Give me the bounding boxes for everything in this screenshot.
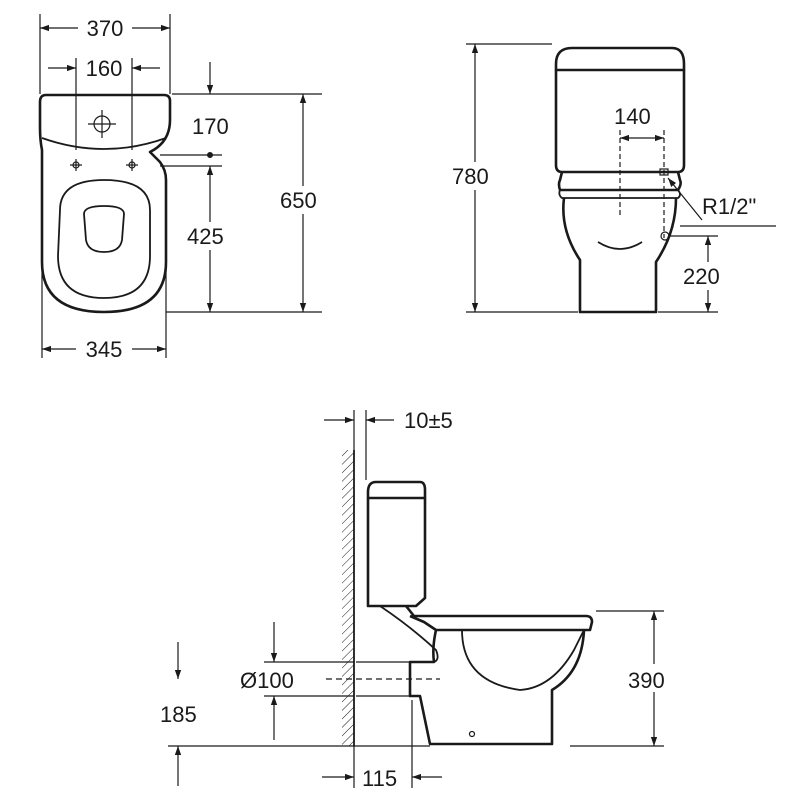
top-view: 370 160 170 425 650 345 bbox=[38, 14, 328, 362]
side-tank-lid bbox=[366, 480, 427, 500]
tank-lid bbox=[554, 46, 686, 72]
dim-fixing-to-front: 425 bbox=[187, 224, 224, 249]
dim-outlet-diameter: Ø100 bbox=[240, 668, 294, 693]
dim-inlet-thread: R1/2" bbox=[702, 194, 756, 219]
side-bowl bbox=[408, 629, 586, 746]
dim-inlet-height: 220 bbox=[683, 264, 720, 289]
side-tank bbox=[366, 498, 427, 608]
tank-front-line bbox=[41, 137, 167, 150]
dim-inlet-spacing: 140 bbox=[614, 104, 651, 129]
top-view-outline bbox=[38, 93, 172, 314]
dim-overall-width: 370 bbox=[87, 16, 124, 41]
seat-outline bbox=[57, 179, 151, 299]
side-seat bbox=[404, 605, 594, 632]
inlet-icon bbox=[660, 231, 670, 241]
dim-bowl-width: 345 bbox=[86, 337, 123, 362]
seat-band bbox=[557, 171, 682, 192]
front-view: 780 140 R1/2" 220 bbox=[448, 43, 776, 314]
wall-hatch bbox=[342, 450, 354, 746]
dim-tank-to-fixing: 170 bbox=[192, 114, 229, 139]
bowl-front bbox=[562, 197, 678, 314]
dim-overall-depth: 650 bbox=[280, 188, 317, 213]
dim-outlet-from-wall: 115 bbox=[362, 766, 397, 791]
fixing-hole-icon bbox=[70, 159, 82, 171]
dim-fixing-spacing: 160 bbox=[86, 56, 123, 81]
fixing-hole-icon bbox=[126, 159, 138, 171]
dim-bowl-height: 390 bbox=[628, 668, 665, 693]
dim-outlet-height: 185 bbox=[160, 702, 197, 727]
bowl-opening bbox=[83, 205, 125, 253]
side-view: 10±5 Ø100 185 390 115 bbox=[160, 408, 680, 791]
dim-wall-gap: 10±5 bbox=[404, 408, 453, 433]
dim-overall-height: 780 bbox=[452, 164, 489, 189]
